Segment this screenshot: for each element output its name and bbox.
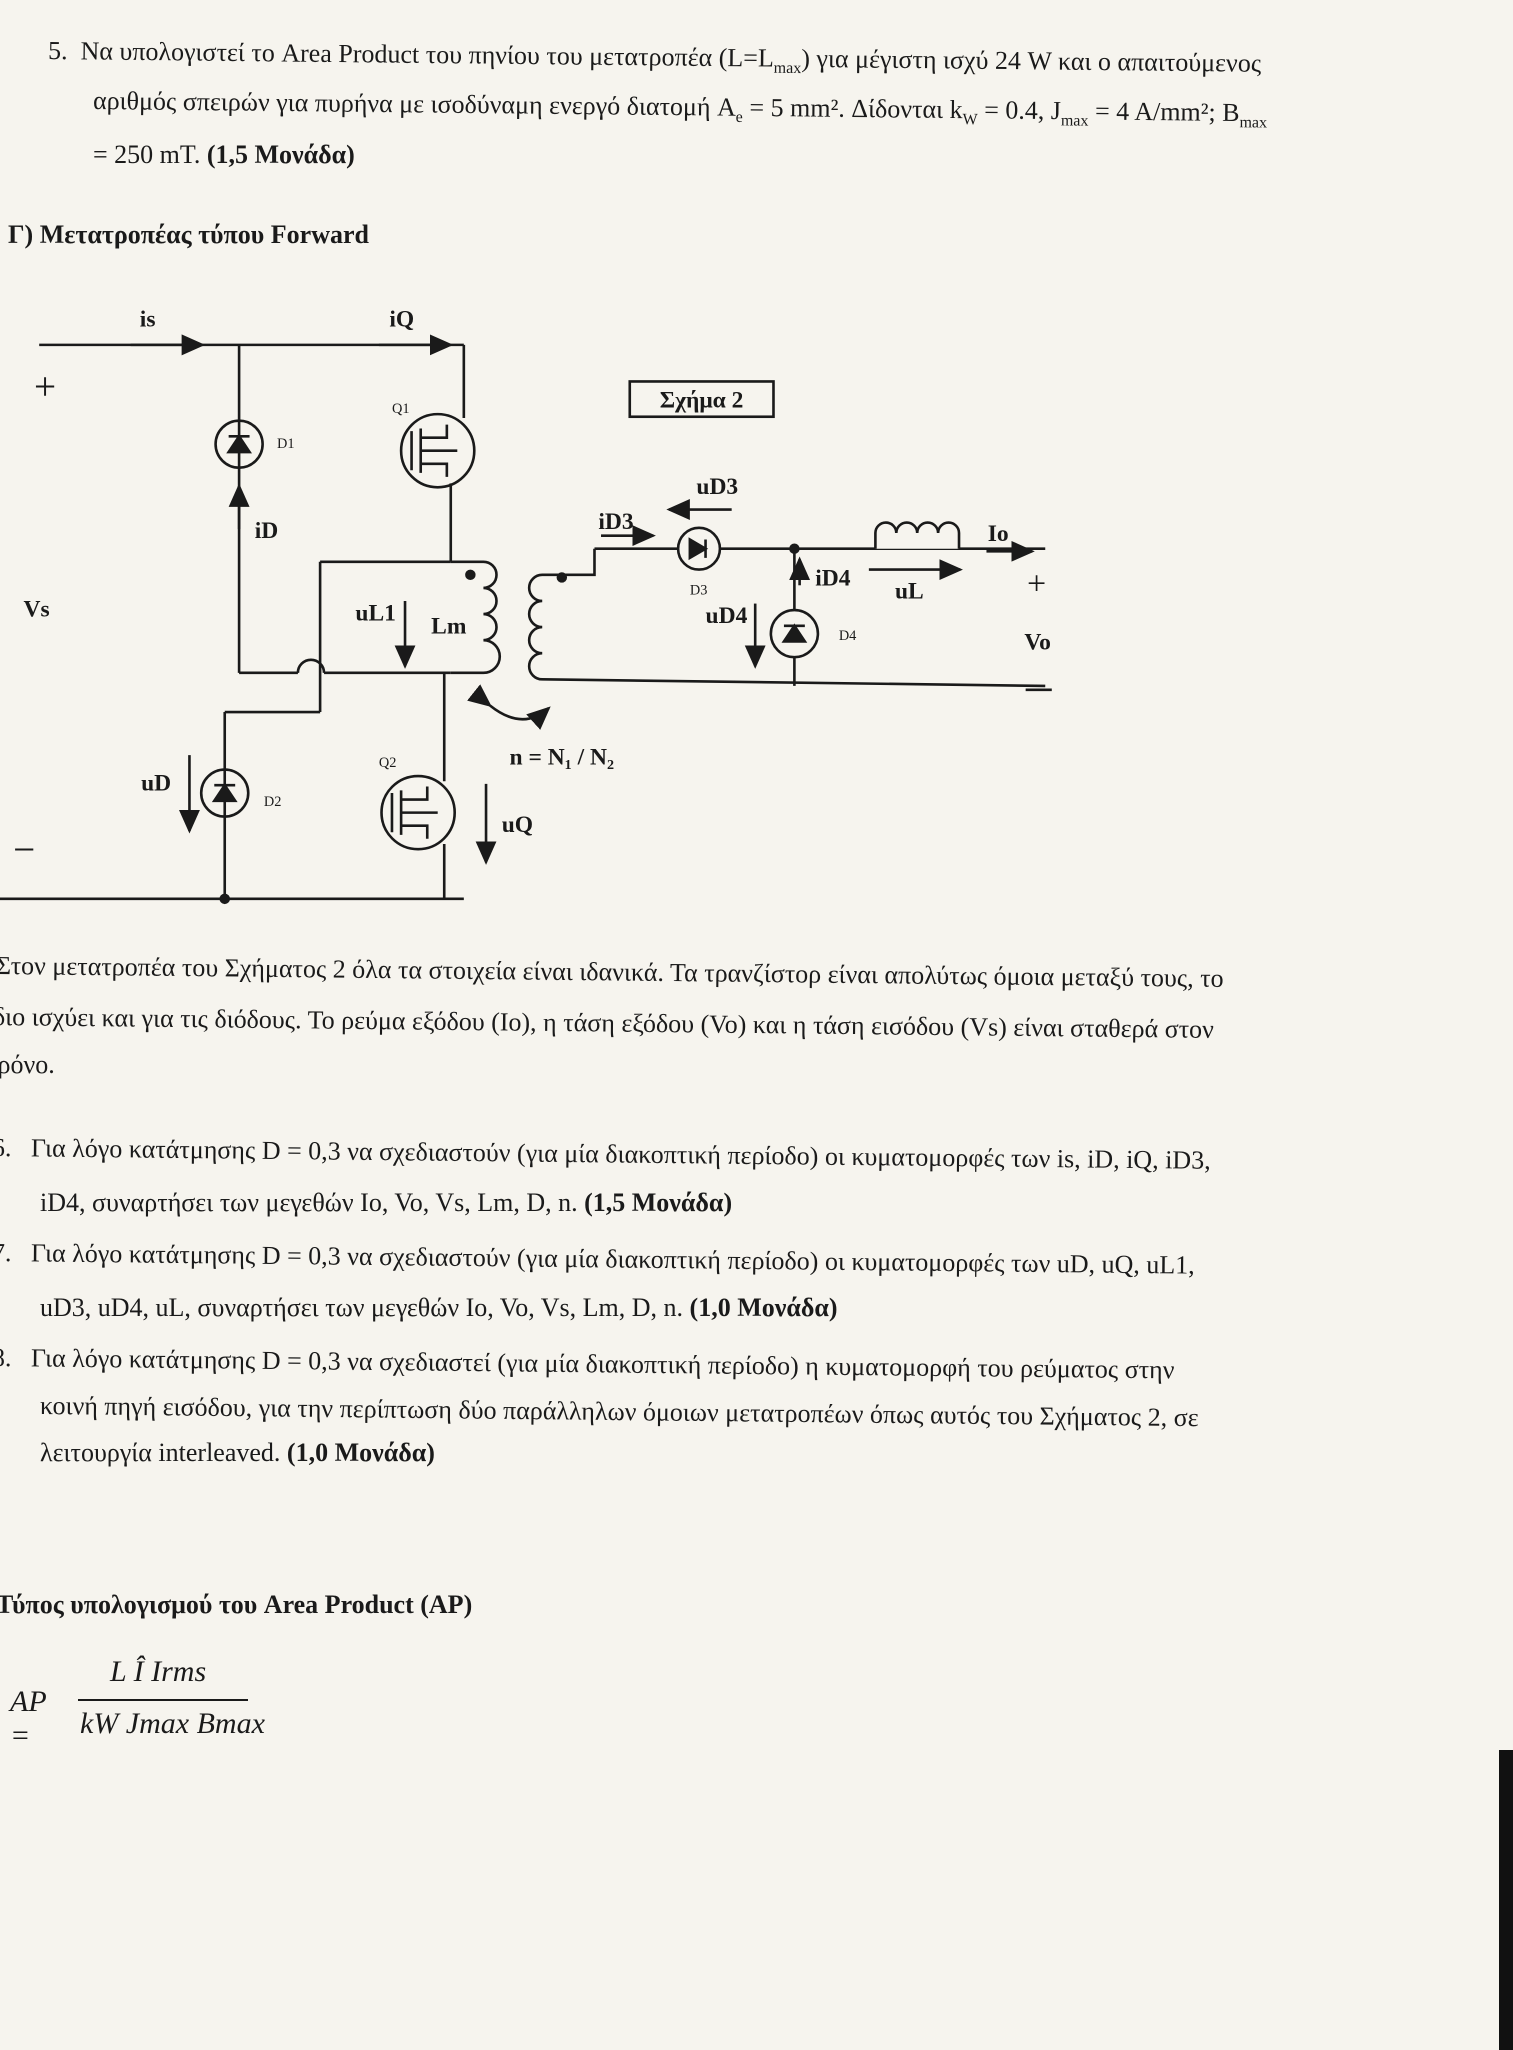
- label-q1: Q1: [392, 401, 410, 417]
- q5-sub: e: [735, 108, 743, 126]
- label-minus-in: −: [13, 828, 35, 871]
- q5-text: = 250 mT.: [93, 140, 201, 169]
- q5-line2: αριθμός σπειρών για πυρήνα με ισοδύναμη …: [92, 86, 1268, 132]
- formula-numerator: L Î Irms: [110, 1655, 207, 1688]
- question-number: 6.: [0, 1133, 12, 1163]
- formula-lhs: AP =: [10, 1685, 47, 1752]
- label-plus-in: +: [34, 366, 56, 409]
- question-8-line2: κοινή πηγή εισόδου, για την περίπτωση δύ…: [39, 1391, 1199, 1433]
- label-ud: uD: [141, 770, 171, 796]
- section-heading: Γ) Μετατροπέας τύπου Forward: [8, 220, 369, 249]
- question-7-line2: uD3, uD4, uL, συναρτήσει των μεγεθών Io,…: [40, 1295, 838, 1321]
- question-number: 8.: [0, 1343, 12, 1373]
- question-text: Για λόγο κατάτμησης D = 0,3 να σχεδιαστε…: [30, 1343, 1175, 1385]
- label-id3: iD3: [598, 509, 633, 535]
- question-8-line3: λειτουργία interleaved. (1,0 Μονάδα): [40, 1440, 435, 1466]
- q2-mosfet: [380, 774, 456, 851]
- q5-sub: max: [1060, 112, 1089, 130]
- question-text: λειτουργία interleaved.: [40, 1438, 281, 1467]
- q5-text: ) για μέγιστη ισχύ 24 W και ο απαιτούμεν…: [801, 43, 1262, 78]
- q5-sub: max: [773, 59, 802, 78]
- label-ud3: uD3: [696, 474, 738, 500]
- paragraph-line1: Στον μετατροπέα του Σχήματος 2 όλα τα στ…: [0, 951, 1224, 993]
- question-7-line1: 7. Για λόγο κατάτμησης D = 0,3 να σχεδια…: [0, 1238, 1195, 1280]
- question-8-line1: 8. Για λόγο κατάτμησης D = 0,3 να σχεδια…: [0, 1343, 1175, 1385]
- q5-sub: W: [962, 111, 978, 129]
- d2-diode: [199, 768, 250, 818]
- q5-line1: 5. Να υπολογιστεί το Area Product του πη…: [47, 36, 1262, 82]
- q5-text: = 5 mm². Δίδονται k: [742, 92, 963, 125]
- paragraph-line3: χρόνο.: [0, 1050, 55, 1079]
- fraction-bar: [78, 1699, 248, 1701]
- label-io: Io: [988, 521, 1009, 547]
- forward-converter-schematic: Σχήμα 2 is iQ + Vs − iD uD uL1 Lm uQ n =…: [0, 307, 1052, 905]
- label-q2: Q2: [379, 755, 397, 771]
- label-vo: Vo: [1024, 629, 1051, 655]
- q5-text: αριθμός σπειρών για πυρήνα με ισοδύναμη …: [92, 86, 736, 122]
- q5-text: = 0.4, J: [977, 95, 1062, 126]
- label-ratio: n = N₁ / N₂: [510, 744, 615, 770]
- question-points: (1,5 Μονάδα): [584, 1188, 733, 1217]
- q1-mosfet: [399, 412, 476, 489]
- question-6-line1: 6. Για λόγο κατάτμησης D = 0,3 να σχεδια…: [0, 1133, 1211, 1175]
- label-d4: D4: [839, 628, 857, 644]
- label-d1: D1: [277, 436, 295, 452]
- label-ul1: uL1: [355, 601, 396, 627]
- q5-line3: = 250 mT. (1,5 Μονάδα): [93, 142, 355, 168]
- label-id: iD: [255, 518, 279, 544]
- q5-points: (1,5 Μονάδα): [206, 140, 355, 169]
- figure-caption-box: [628, 380, 775, 419]
- question-text: iD4, συναρτήσει των μεγεθών Io, Vo, Vs, …: [40, 1188, 578, 1217]
- question-number: 7.: [0, 1238, 12, 1268]
- formula-heading: Τύπος υπολογισμού του Area Product (AP): [0, 1590, 473, 1619]
- q5-number: 5.: [47, 36, 68, 66]
- q5-text: Να υπολογιστεί το Area Product του πηνίο…: [80, 36, 774, 73]
- label-uq: uQ: [502, 812, 533, 838]
- label-ud4: uD4: [706, 603, 748, 629]
- primary-winding: [450, 560, 502, 675]
- q5-text: = 4 A/mm²; B: [1088, 96, 1240, 128]
- q5-sub: max: [1239, 114, 1268, 132]
- question-text: Για λόγο κατάτμησης D = 0,3 να σχεδιαστο…: [30, 1133, 1211, 1175]
- label-d2: D2: [264, 794, 282, 810]
- coupling-arrow: [467, 684, 551, 730]
- label-lm: Lm: [431, 614, 467, 640]
- secondary-winding: [527, 548, 1046, 688]
- page-edge-shadow: [1499, 1750, 1513, 2050]
- question-6-line2: iD4, συναρτήσει των μεγεθών Io, Vo, Vs, …: [40, 1190, 732, 1216]
- output-inductor: [874, 521, 961, 549]
- label-ul: uL: [895, 578, 924, 604]
- label-is: is: [140, 307, 156, 333]
- question-points: (1,0 Μονάδα): [689, 1293, 838, 1322]
- formula-denominator: kW Jmax Bmax: [80, 1707, 265, 1740]
- question-text: uD3, uD4, uL, συναρτήσει των μεγεθών Io,…: [40, 1293, 684, 1322]
- label-id4: iD4: [815, 565, 851, 591]
- label-d3: D3: [690, 582, 708, 598]
- paragraph-line2: ίδιο ισχύει και για τις διόδους. Το ρεύμ…: [0, 1002, 1215, 1044]
- label-iq: iQ: [389, 307, 414, 333]
- question-text: Για λόγο κατάτμησης D = 0,3 να σχεδιαστο…: [30, 1238, 1195, 1280]
- question-points: (1,0 Μονάδα): [286, 1438, 435, 1467]
- label-vs: Vs: [24, 597, 50, 623]
- figure-caption: Σχήμα 2: [660, 388, 744, 414]
- d1-diode: [214, 419, 264, 470]
- label-plus-out: +: [1027, 565, 1046, 602]
